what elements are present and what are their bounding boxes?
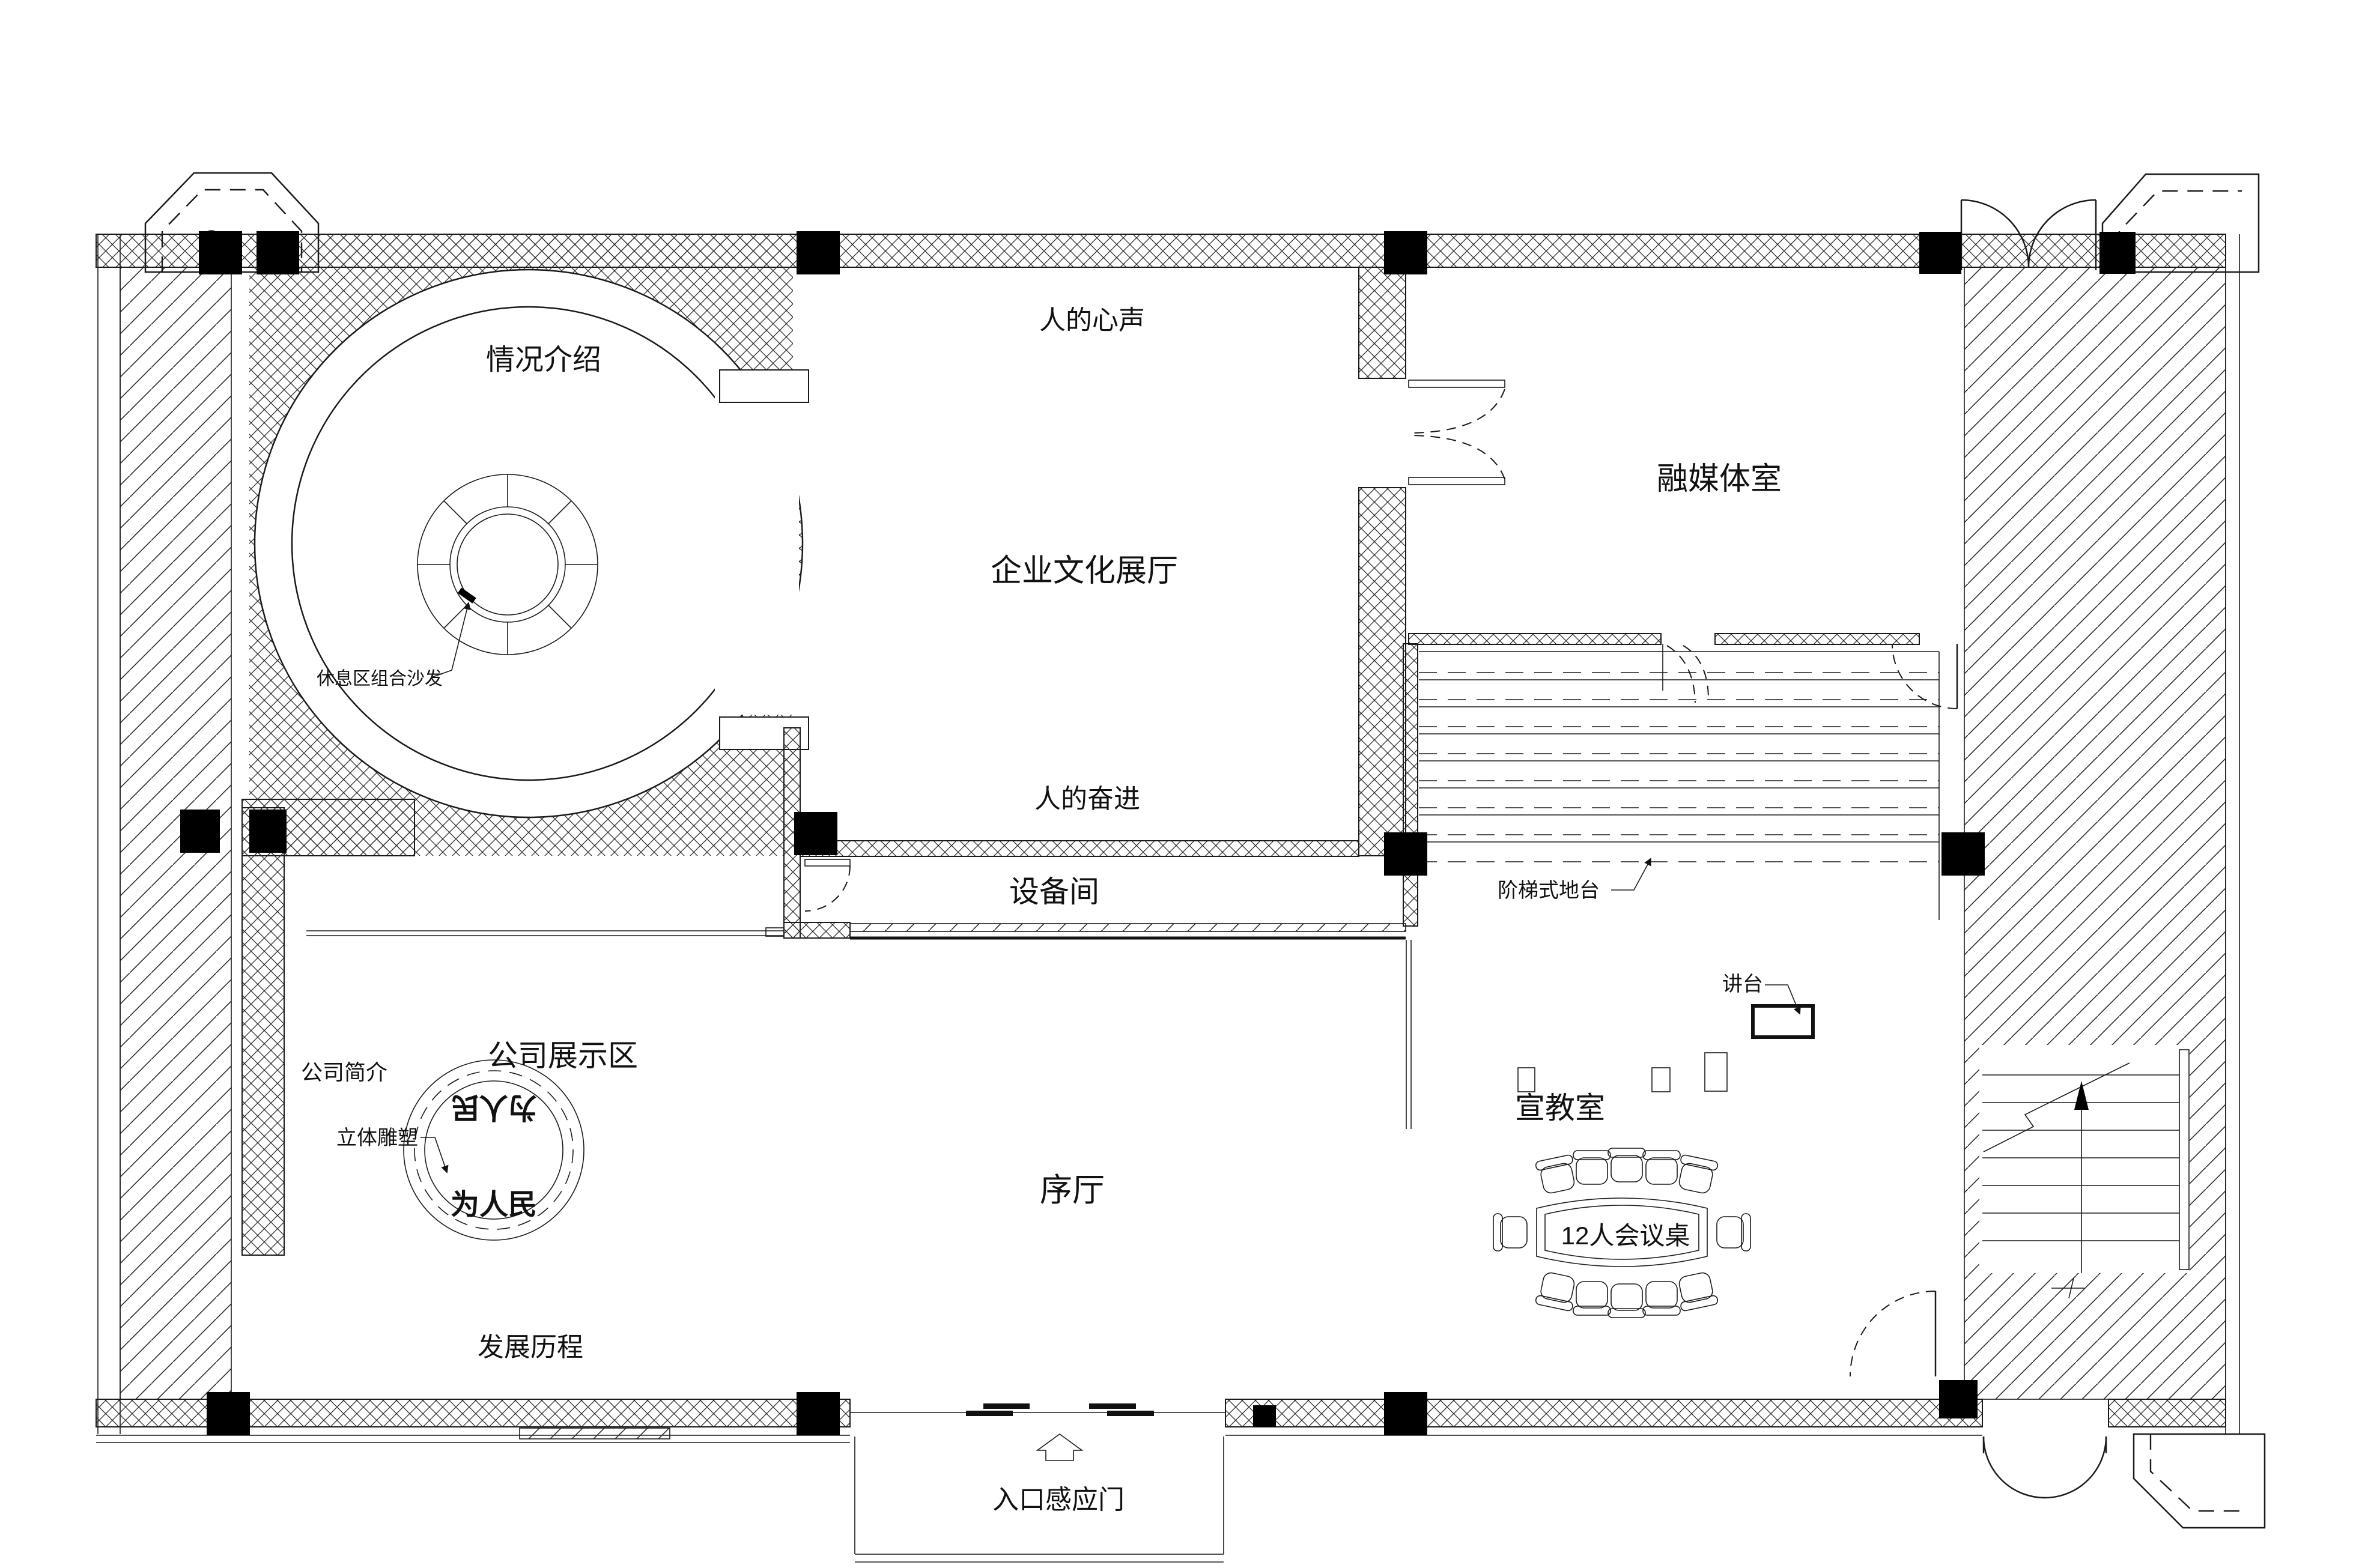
display-history-band (519, 1427, 670, 1439)
conference-table-group: 12人会议桌 (1493, 1148, 1751, 1318)
entrance-group: 入口感应门 (850, 1403, 1225, 1563)
sculpture-label: 立体雕塑 (336, 1127, 418, 1149)
bottom-wall-right (1225, 1399, 1983, 1427)
stairs-up-arrow (2074, 1081, 2089, 1110)
bottom-right-bay (2133, 1433, 2266, 1529)
conference-table-label: 12人会议桌 (1561, 1221, 1690, 1250)
door-media-room-double (1408, 380, 1505, 485)
note-endeavor: 人的奋进 (1034, 784, 1140, 814)
bottom-wall-corner (2108, 1399, 2226, 1427)
room-label-media: 融媒体室 (1657, 462, 1782, 497)
note-voice: 人的心声 (1039, 306, 1145, 335)
wall-media-west-upper (1358, 267, 1406, 379)
entrance-direction-arrow (1036, 1433, 1084, 1461)
display-band-equipment (849, 923, 1406, 932)
note-development: 发展历程 (478, 1333, 583, 1362)
columns (180, 231, 2136, 1435)
stepped-platform (1419, 651, 1940, 920)
wall-platform-west (1403, 643, 1418, 927)
wall-company-profile (241, 807, 285, 1256)
door-bottom-right-double (1982, 1436, 2107, 1499)
room-label-culture-hall: 企业文化展厅 (991, 554, 1178, 589)
wall-equipment-north (800, 840, 1359, 857)
podium-group: 讲台 (1722, 973, 1815, 1039)
door-equipment-room (804, 859, 851, 912)
wall-equipment-south-end (783, 922, 851, 939)
door-platform-small (1662, 644, 1709, 703)
sculpture-circle: 为人民 为人民 (403, 1059, 584, 1241)
room-label-display-area: 公司展示区 (488, 1039, 638, 1073)
wall-cap-top (719, 369, 809, 403)
podium-rect (1751, 1004, 1815, 1039)
room-label-teaching: 宣教室 (1515, 1091, 1605, 1125)
stairs (1979, 1045, 2190, 1299)
wall-media-west-lower (1358, 487, 1406, 856)
room-label-equipment: 设备间 (1009, 875, 1099, 909)
sliding-door-leaf (1089, 1403, 1136, 1409)
for-the-people-top: 为人民 (451, 1091, 537, 1123)
sliding-door-leaf (966, 1411, 1013, 1416)
sofa-ring (417, 474, 598, 655)
room-label-foyer: 序厅 (1040, 1172, 1105, 1208)
intro-room-circle (249, 234, 809, 856)
conference-table (1536, 1197, 1708, 1267)
door-teaching-room (1850, 1291, 1937, 1377)
sculpture-annotation: 立体雕塑 (336, 1127, 449, 1173)
wall-platform-north-a (1408, 633, 1662, 645)
platform-annotation: 阶梯式地台 (1498, 858, 1651, 902)
for-the-people-bottom: 为人民 (451, 1189, 537, 1221)
entrance-door-label: 入口感应门 (992, 1485, 1125, 1515)
stepped-platform-label: 阶梯式地台 (1498, 879, 1600, 902)
podium-label: 讲台 (1722, 973, 1763, 996)
striped-blocks (1517, 1052, 1728, 1092)
sofa-annotation: 休息区组合沙发 (317, 602, 471, 689)
top-right-bay (2101, 173, 2260, 273)
sofa-note-label: 休息区组合沙发 (317, 669, 443, 689)
sliding-door-leaf (1107, 1411, 1154, 1416)
door-platform-east (1892, 643, 1958, 709)
room-label-intro: 情况介绍 (486, 344, 601, 376)
wall-platform-north-b (1714, 633, 1920, 645)
note-company-profile: 公司简介 (301, 1061, 387, 1085)
sliding-door-leaf (983, 1403, 1030, 1409)
